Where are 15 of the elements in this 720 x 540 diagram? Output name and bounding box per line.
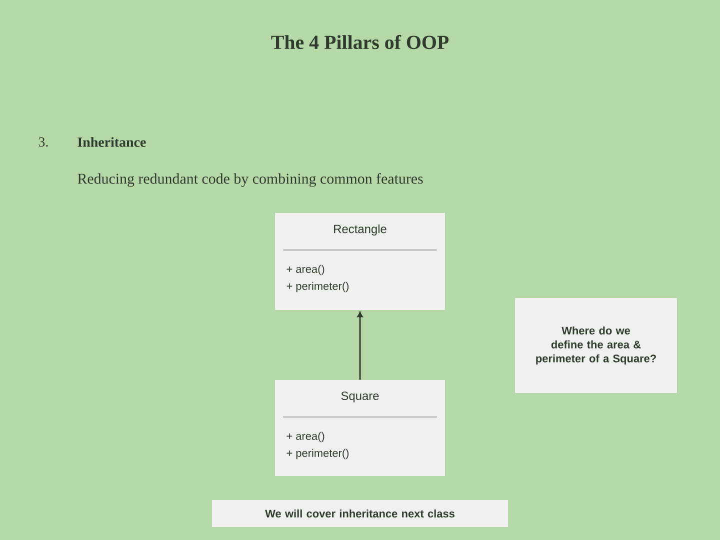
list-number: 3. [38,137,48,147]
subtitle: Reducing redundant code by combining common features [78,173,423,187]
method-item: + area() [286,432,324,442]
class-name: Rectangle [334,224,386,236]
method-item: + perimeter() [286,282,349,292]
section-heading: Inheritance [78,137,146,147]
arrow [357,312,363,380]
note-box: Where do we define the area & perimeter of a Square? [515,298,677,393]
class-box [275,380,445,476]
banner-box: We will cover inheritance next class [212,500,508,527]
method-item: + area() [286,264,324,276]
title: The 4 Pillars of OOP [271,34,449,50]
class-box [275,213,445,310]
method-item: + perimeter() [286,448,349,460]
class-name: Square [341,392,379,402]
